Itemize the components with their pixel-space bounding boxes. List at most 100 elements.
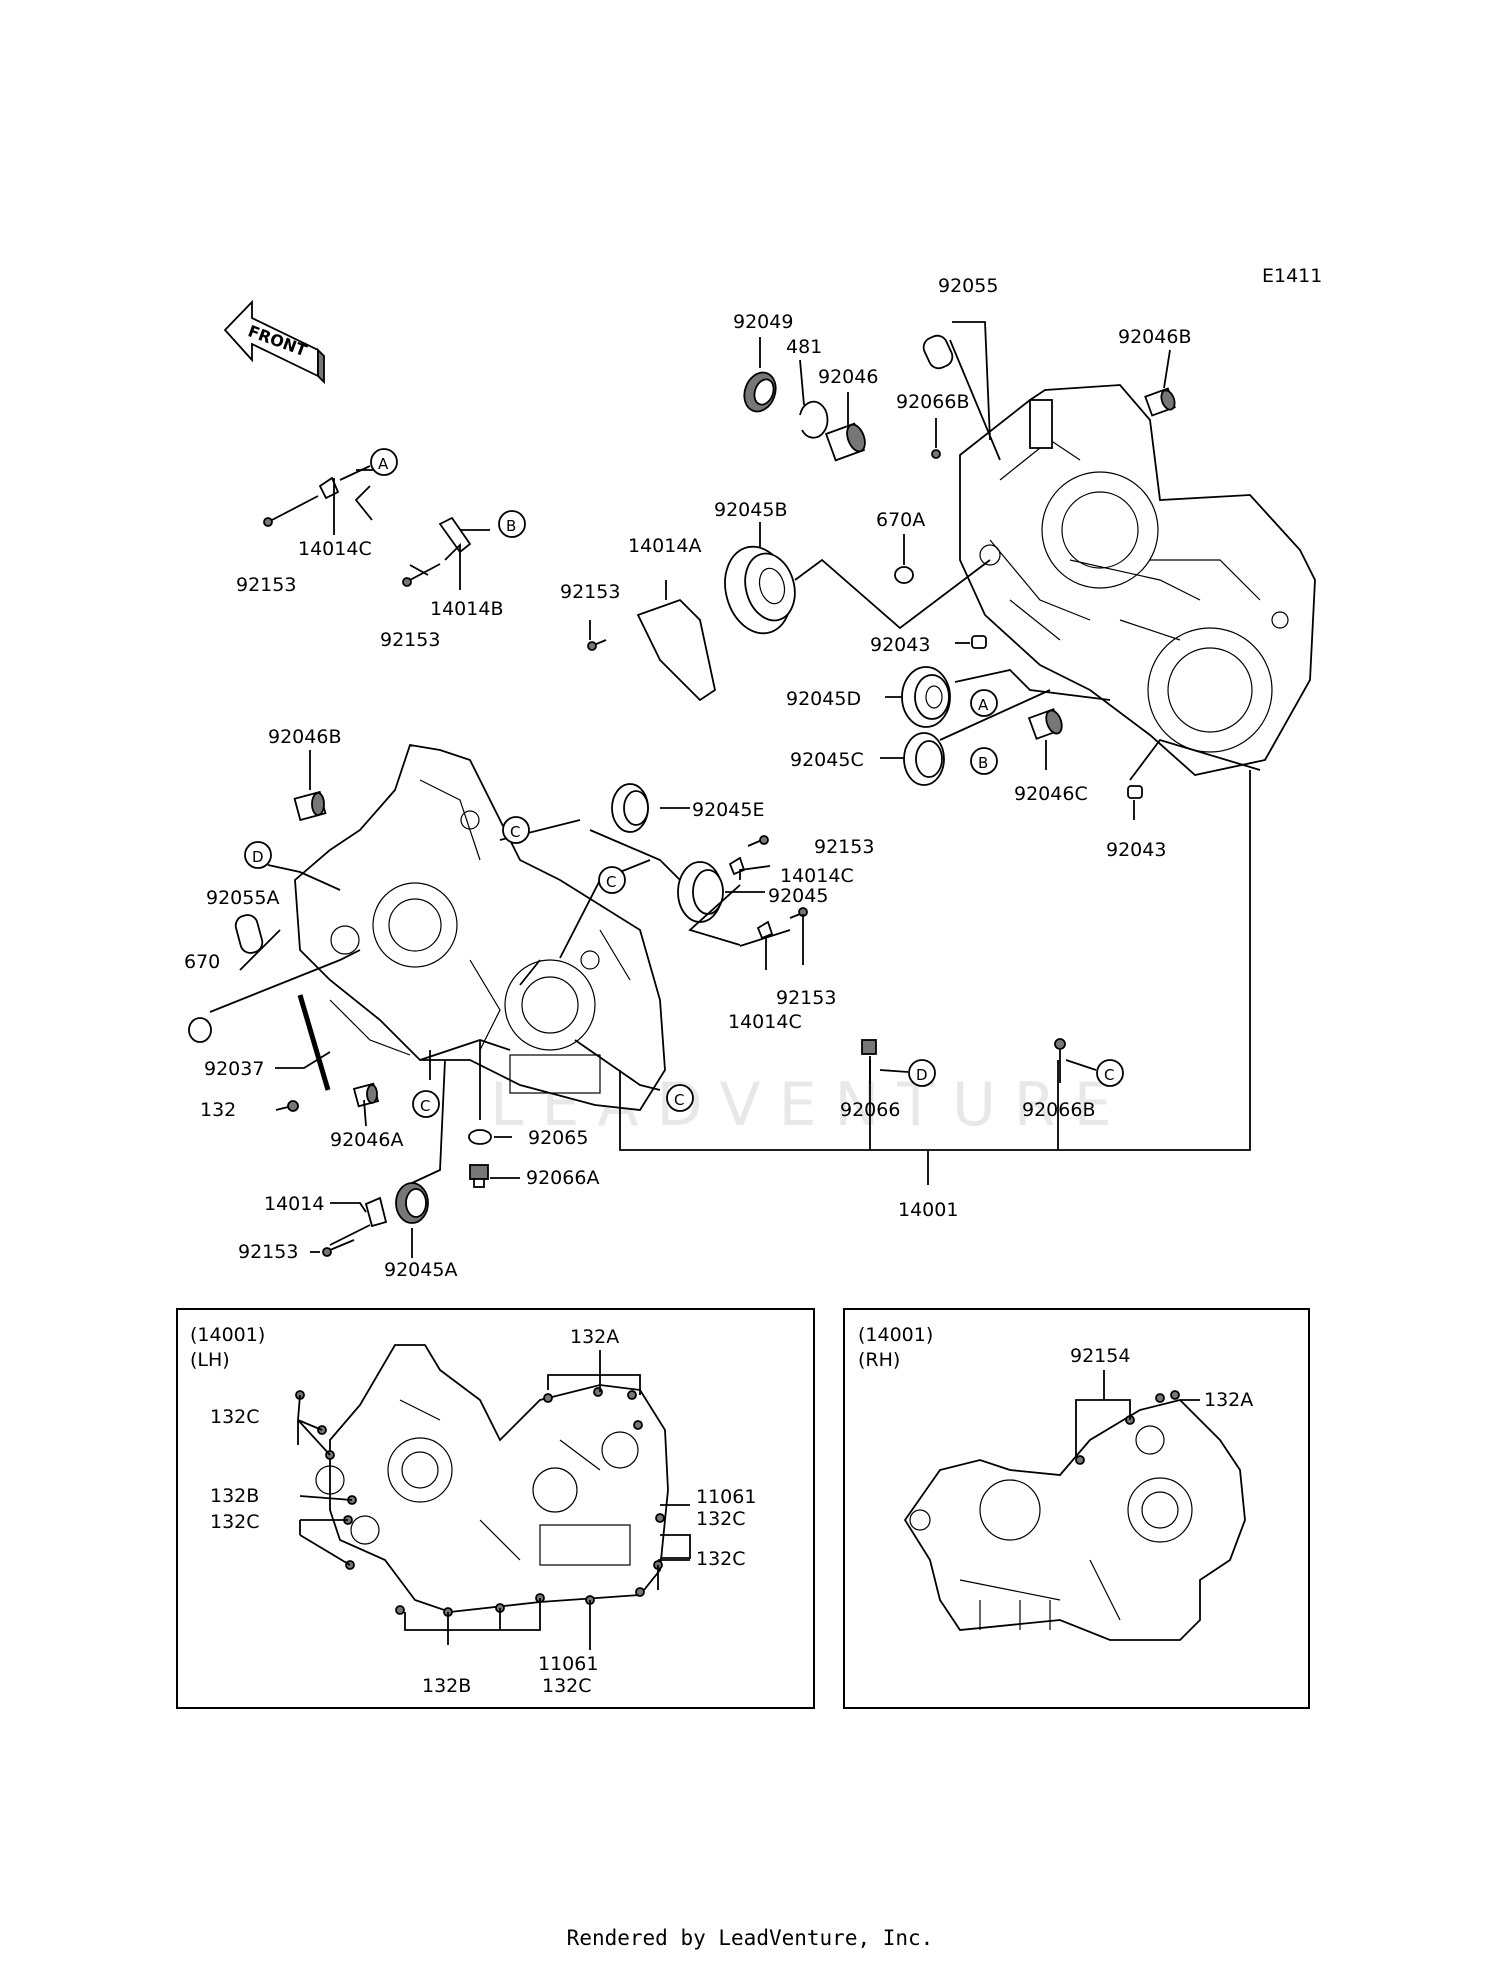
inset-lh-132c-5: 132C <box>542 1675 592 1697</box>
label-92153-d: 92153 <box>776 987 836 1009</box>
part-132-bolt <box>275 1100 299 1112</box>
label-92045e: 92045E <box>692 799 764 821</box>
label-670: 670 <box>184 951 220 973</box>
inset-lh-132a: 132A <box>570 1326 619 1348</box>
label-92046a: 92046A <box>330 1129 403 1151</box>
label-92066-d: 92066 <box>840 1099 900 1121</box>
part-92043-dowel-bot <box>1127 785 1143 799</box>
ref-circle-c-2: C <box>598 866 626 894</box>
part-92046-bearing <box>824 422 866 462</box>
label-92045d: 92045D <box>786 688 861 710</box>
part-92045c-bearing <box>903 732 945 786</box>
inset-rh-92154: 92154 <box>1070 1345 1130 1367</box>
inset-rh-code: (14001) <box>858 1324 933 1346</box>
part-92055a-oring <box>234 914 264 954</box>
label-92045: 92045 <box>768 885 828 907</box>
svg-text:D: D <box>252 848 264 866</box>
label-92153-e: 92153 <box>238 1241 298 1263</box>
part-92065-washer <box>468 1129 492 1145</box>
label-92043-top: 92043 <box>870 634 930 656</box>
part-92043-dowel-top <box>971 635 987 649</box>
part-14014b-plate-b <box>402 516 472 587</box>
ref-circle-b-top: B <box>498 510 526 538</box>
inset-rh-side: (RH) <box>858 1349 900 1371</box>
label-92045b: 92045B <box>714 499 787 521</box>
svg-text:C: C <box>420 1097 430 1115</box>
inset-lh-code: (14001) <box>190 1324 265 1346</box>
label-14014b: 14014B <box>430 598 503 620</box>
inset-lh-11061-2: 11061 <box>538 1653 598 1675</box>
ref-circle-d-right: D <box>879 1059 936 1087</box>
inset-lh-132c-4: 132C <box>696 1548 746 1570</box>
inset-lh-11061-1: 11061 <box>696 1486 756 1508</box>
label-14001: 14001 <box>898 1199 958 1221</box>
part-92066b-plug-c <box>1054 1038 1066 1050</box>
ref-circle-a-top: A <box>339 448 398 481</box>
label-92055: 92055 <box>938 275 998 297</box>
svg-text:C: C <box>674 1091 684 1109</box>
callout-labels: 92055 92049 481 92046 92066 B 92046B 9204… <box>184 275 1191 1281</box>
footer-credit: Rendered by LeadVenture, Inc. <box>566 1926 934 1950</box>
label-92046c: 92046C <box>1014 783 1088 805</box>
part-92046b-bearing-top <box>1144 387 1176 417</box>
label-92043-bot: 92043 <box>1106 839 1166 861</box>
label-92153-c: 92153 <box>814 836 874 858</box>
label-92153-mid: 92153 <box>560 581 620 603</box>
part-92045b-bearing <box>724 545 796 635</box>
part-92055-oring <box>922 334 954 370</box>
inset-lh-frame <box>176 1308 815 1709</box>
inset-lh-132c-1: 132C <box>210 1406 260 1428</box>
part-670-oring <box>188 1017 212 1043</box>
label-92046: 92046 <box>818 366 878 388</box>
part-92045a-seal <box>395 1182 429 1224</box>
label-92049: 92049 <box>733 311 793 333</box>
part-14014c-plate-a <box>263 476 340 527</box>
ref-circle-d-left: D <box>244 841 272 869</box>
inset-rh-frame <box>843 1308 1310 1709</box>
ref-circle-b-mid: B <box>970 747 998 775</box>
part-92049-seal <box>743 371 777 413</box>
svg-text:B: B <box>506 517 516 535</box>
svg-text:C: C <box>510 823 520 841</box>
inset-lh-132c-3: 132C <box>696 1508 746 1530</box>
label-14014c-d: 14014C <box>728 1011 802 1033</box>
label-481: 481 <box>786 336 822 358</box>
part-92037-pin <box>297 994 331 1091</box>
part-92045d-bearing <box>901 666 951 728</box>
svg-text:D: D <box>916 1066 928 1084</box>
ref-circle-c-1: C <box>502 816 530 844</box>
label-92055a: 92055A <box>206 887 279 909</box>
label-670a: 670A <box>876 509 925 531</box>
label-14014c-c: 14014C <box>780 865 854 887</box>
part-92045e-bearing <box>611 783 649 833</box>
svg-text:A: A <box>378 455 389 473</box>
part-92046b-bearing-left <box>293 790 327 822</box>
inset-lh-132c-2: 132C <box>210 1511 260 1533</box>
label-92153-b: 92153 <box>380 629 440 651</box>
front-arrow-icon: FRONT <box>223 299 325 385</box>
svg-text:C: C <box>1104 1066 1114 1084</box>
label-92045a: 92045A <box>384 1259 457 1281</box>
label-92066a: 92066A <box>526 1167 599 1189</box>
part-670a-oring <box>894 566 914 584</box>
part-92046a-bearing <box>352 1082 380 1108</box>
part-92045-bearing <box>677 861 724 923</box>
part-92153-bolt-mid <box>587 639 607 651</box>
rh-crankcase-half <box>959 384 1316 776</box>
part-92046c-bearing <box>1027 708 1063 740</box>
part-92066b-plug <box>931 449 941 459</box>
label-92045c: 92045C <box>790 749 864 771</box>
part-92066a-drain-plug <box>469 1164 489 1188</box>
part-14014a-plate <box>636 598 717 702</box>
part-481-circlip <box>799 400 829 439</box>
label-92046b-top: 92046B <box>1118 326 1191 348</box>
svg-text:C: C <box>606 873 616 891</box>
label-132: 132 <box>200 1099 236 1121</box>
diagram-code: E1411 <box>1262 265 1322 287</box>
inset-lh: (14001) (LH) 132C 132B 132C <box>176 1308 815 1709</box>
leader-lines <box>209 321 1261 1258</box>
svg-text:B: B <box>978 754 988 772</box>
svg-text:A: A <box>978 696 989 714</box>
